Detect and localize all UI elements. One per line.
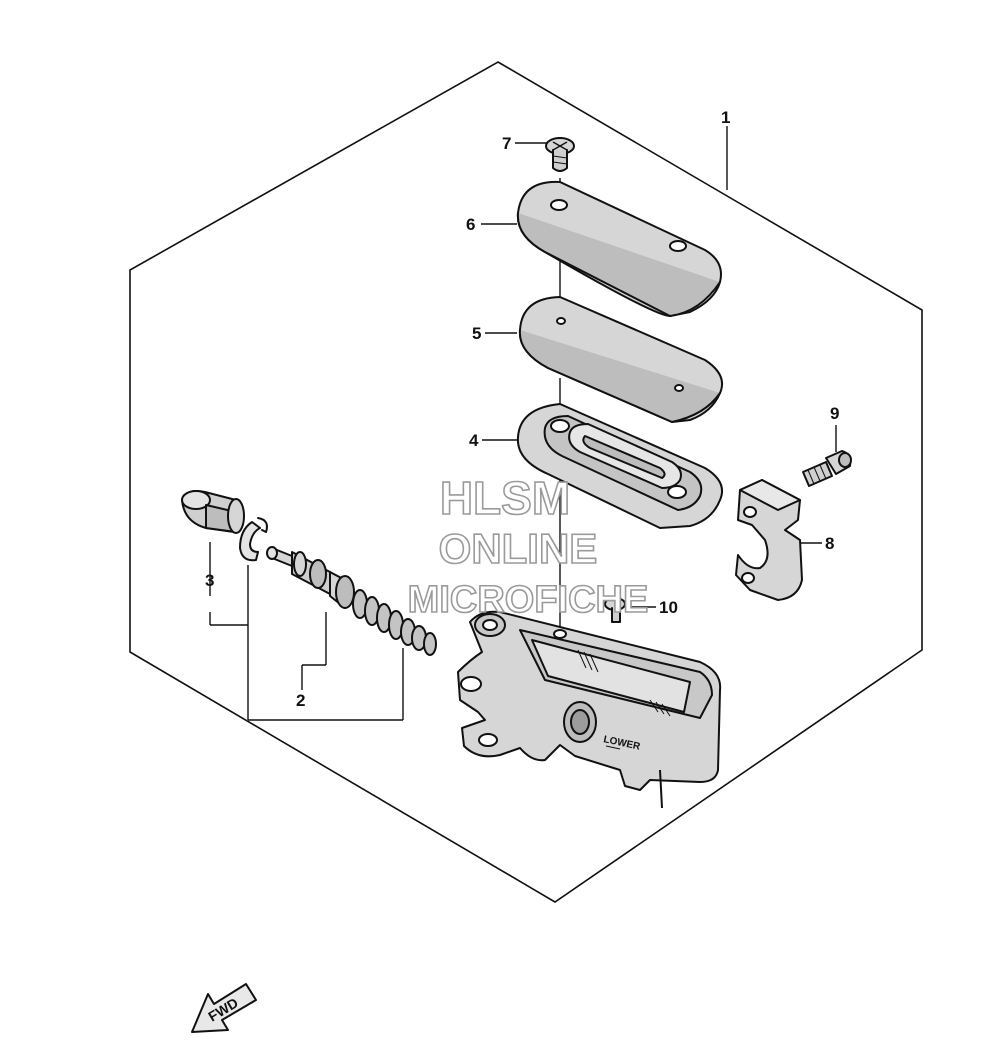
callout-7: 7: [502, 134, 511, 153]
watermark-line-3: MICROFICHE: [408, 579, 649, 621]
watermark: HLSM ONLINE MICROFICHE: [407, 471, 649, 622]
handlebar-clamp-part-8: [735, 479, 803, 601]
dust-boot-part-3: [181, 490, 245, 534]
diaphragm-part-4: [516, 403, 724, 529]
clamp-bolt-part-9: [802, 450, 852, 487]
reservoir-cap-part-6: [516, 180, 722, 317]
screw-part-7: [545, 137, 575, 172]
watermark-line-1: HLSM: [440, 472, 570, 524]
return-spring: [352, 589, 437, 656]
callout-5: 5: [472, 324, 481, 343]
fwd-direction-arrow: FWD: [191, 983, 257, 1033]
circlip-part: [239, 517, 268, 562]
diaphragm-plate-part-5: [518, 296, 724, 423]
small-screw-part-10: [604, 597, 626, 623]
callout-4: 4: [469, 431, 479, 450]
assembly-boundary: [129, 61, 923, 903]
leader-lines: [209, 126, 837, 721]
callout-1: 1: [721, 108, 730, 127]
callout-6: 6: [466, 215, 475, 234]
callout-2: 2: [296, 691, 305, 710]
callout-9: 9: [830, 404, 839, 423]
master-cylinder-body-part-1: LOWER: [457, 610, 722, 809]
watermark-line-2: ONLINE: [439, 525, 598, 572]
callout-3: 3: [205, 571, 214, 590]
callout-10: 10: [659, 598, 678, 617]
piston-spring-part-2: [266, 546, 437, 656]
callout-numbers: 1 2 3 4 5 6 7 8 9 10: [205, 108, 839, 710]
callout-8: 8: [825, 534, 834, 553]
